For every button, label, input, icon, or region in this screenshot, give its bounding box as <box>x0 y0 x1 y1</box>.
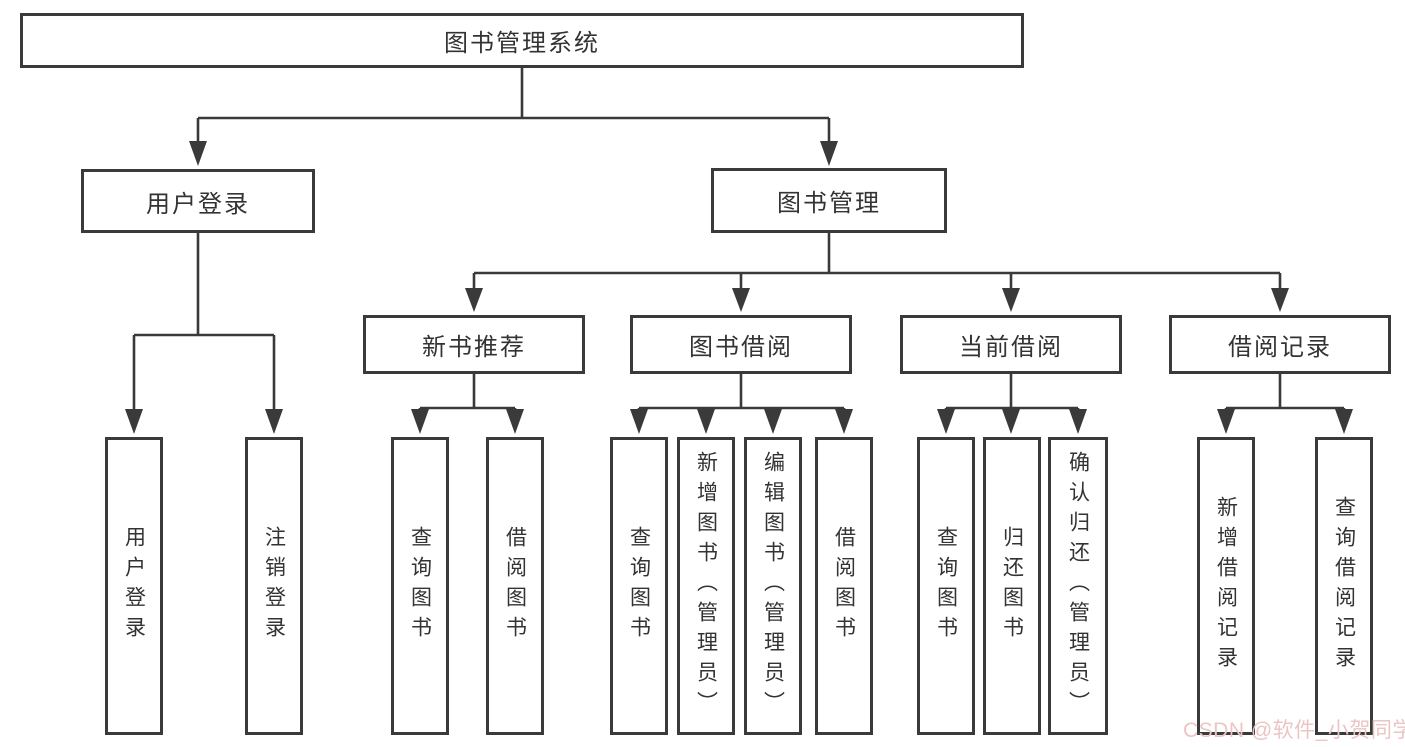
leaf-logout: 注销登录 <box>245 437 303 735</box>
leaf-confirm-return-admin: 确认归还（管理员） <box>1048 437 1108 735</box>
node-borrow-records-label: 借阅记录 <box>1228 334 1332 361</box>
leaf-borrow-books-2-label: 借阅图书 <box>832 526 856 646</box>
leaf-borrow-books-2: 借阅图书 <box>815 437 873 735</box>
leaf-user-login-label: 用户登录 <box>122 526 146 646</box>
leaf-add-book-admin-label: 新增图书（管理员） <box>694 451 718 721</box>
leaf-return-book: 归还图书 <box>983 437 1041 735</box>
node-borrow-records: 借阅记录 <box>1169 315 1391 374</box>
node-book-borrow: 图书借阅 <box>630 315 852 374</box>
node-new-book-recommend: 新书推荐 <box>363 315 585 374</box>
leaf-user-login: 用户登录 <box>105 437 163 735</box>
node-user-login-label: 用户登录 <box>146 190 250 218</box>
leaf-add-borrow-record-label: 新增借阅记录 <box>1214 496 1238 676</box>
node-book-management: 图书管理 <box>711 168 947 233</box>
node-book-management-label: 图书管理 <box>777 190 881 217</box>
node-library-system: 图书管理系统 <box>20 13 1024 68</box>
leaf-query-books-1-label: 查询图书 <box>408 526 432 646</box>
node-new-book-recommend-label: 新书推荐 <box>422 334 526 361</box>
leaf-add-book-admin: 新增图书（管理员） <box>677 437 735 735</box>
leaf-edit-book-admin: 编辑图书（管理员） <box>744 437 802 735</box>
leaf-query-borrow-record-label: 查询借阅记录 <box>1332 496 1356 676</box>
leaf-borrow-books-1: 借阅图书 <box>486 437 544 735</box>
leaf-edit-book-admin-label: 编辑图书（管理员） <box>761 451 785 721</box>
leaf-query-books-2-label: 查询图书 <box>627 526 651 646</box>
node-library-system-label: 图书管理系统 <box>444 30 600 57</box>
leaf-borrow-books-1-label: 借阅图书 <box>503 526 527 646</box>
leaf-add-borrow-record: 新增借阅记录 <box>1197 437 1255 735</box>
leaf-confirm-return-admin-label: 确认归还（管理员） <box>1066 451 1090 721</box>
node-current-borrow-label: 当前借阅 <box>959 334 1063 361</box>
node-book-borrow-label: 图书借阅 <box>689 334 793 361</box>
leaf-query-books-2: 查询图书 <box>610 437 668 735</box>
csdn-watermark: CSDN @软件_小贺同学 <box>1183 719 1405 742</box>
leaf-query-borrow-record: 查询借阅记录 <box>1315 437 1373 735</box>
node-user-login: 用户登录 <box>81 169 315 233</box>
leaf-return-book-label: 归还图书 <box>1000 526 1024 646</box>
leaf-query-books-3-label: 查询图书 <box>934 526 958 646</box>
node-current-borrow: 当前借阅 <box>900 315 1122 374</box>
leaf-logout-label: 注销登录 <box>262 526 286 646</box>
leaf-query-books-3: 查询图书 <box>917 437 975 735</box>
leaf-query-books-1: 查询图书 <box>391 437 449 735</box>
